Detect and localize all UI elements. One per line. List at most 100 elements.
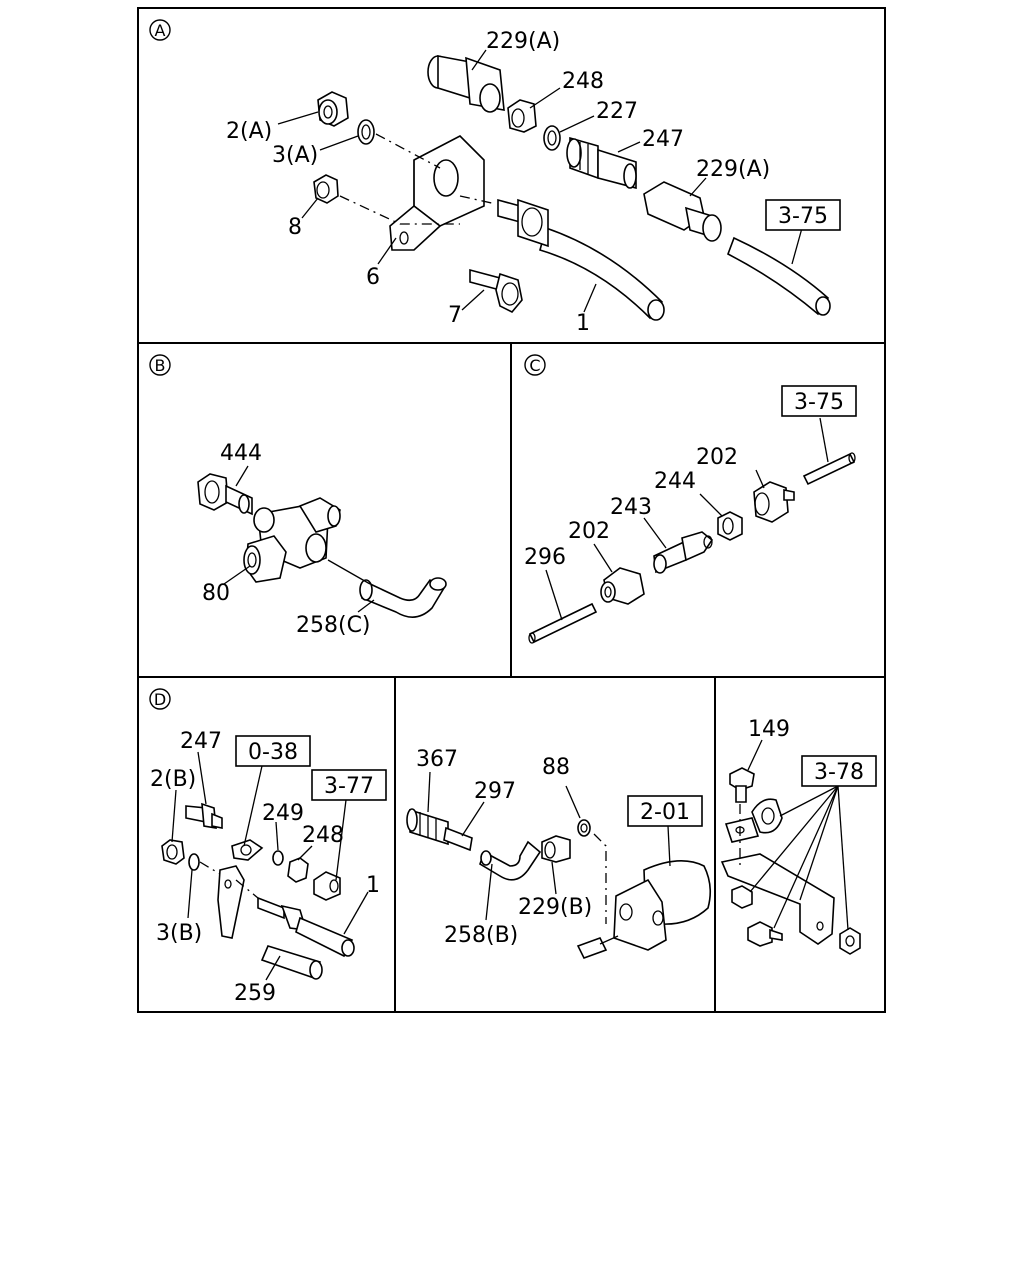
washer-249-part — [272, 850, 284, 866]
label-248-d: 248 — [302, 823, 344, 848]
bolt-3-78-part — [747, 921, 783, 947]
label-202-right: 202 — [696, 445, 738, 470]
section-b-leaders — [223, 465, 375, 613]
fitting-367-part — [406, 808, 473, 852]
section-a-parts — [313, 55, 831, 321]
elbow-258b-part — [479, 840, 542, 881]
washer-3a-part — [357, 119, 375, 145]
nut-202-right-part — [753, 481, 795, 523]
washer-88-part — [577, 819, 591, 837]
label-444: 444 — [220, 441, 262, 466]
tube-296-part — [528, 602, 598, 644]
reference-box-3-75-a: 3-75 — [765, 199, 841, 231]
label-249: 249 — [262, 801, 304, 826]
label-202-left: 202 — [568, 519, 610, 544]
label-229a-top: 229(A) — [486, 29, 560, 54]
label-88: 88 — [542, 755, 570, 780]
section-f-leaders — [747, 739, 849, 931]
label-229a-mid: 229(A) — [696, 157, 770, 182]
section-e-parts — [406, 808, 712, 959]
label-2b: 2(B) — [150, 767, 196, 792]
clamp-3-78-part — [724, 798, 783, 843]
section-d-parts — [161, 802, 355, 980]
label-243: 243 — [610, 495, 652, 520]
label-248-a: 248 — [562, 69, 604, 94]
section-b-parts — [197, 473, 447, 618]
svg-text:D: D — [154, 690, 166, 709]
reference-box-3-78: 3-78 — [801, 755, 877, 787]
reference-box-3-75-c: 3-75 — [781, 385, 857, 417]
svg-text:2-01: 2-01 — [640, 800, 690, 825]
reference-box-3-77: 3-77 — [311, 769, 387, 801]
label-244: 244 — [654, 469, 696, 494]
nut-202-left-part — [600, 567, 645, 605]
fitting-3-77-part — [313, 871, 341, 901]
label-3a: 3(A) — [272, 143, 318, 168]
reference-box-2-01: 2-01 — [627, 795, 703, 827]
seal-248-part — [507, 99, 537, 133]
label-80: 80 — [202, 581, 230, 606]
label-6: 6 — [366, 265, 380, 290]
svg-text:0-38: 0-38 — [248, 740, 298, 765]
label-229b: 229(B) — [518, 895, 592, 920]
section-d-marker: D — [149, 688, 171, 710]
section-a-leaders — [277, 49, 803, 313]
label-1-a: 1 — [576, 311, 590, 336]
diagram-frames — [137, 7, 886, 1013]
bolt-444-part — [197, 473, 253, 516]
label-367: 367 — [416, 747, 458, 772]
reference-box-0-38: 0-38 — [235, 735, 311, 767]
section-c-marker: C — [524, 354, 546, 376]
elbow-258c-part — [359, 577, 447, 618]
nut-right-3-78-part — [839, 927, 861, 955]
bolt-7-part — [469, 268, 523, 313]
hose-1-d-part — [257, 896, 355, 958]
section-f-parts — [720, 767, 861, 955]
hose-3-75-part — [727, 236, 831, 316]
nut-2b-part — [161, 839, 185, 865]
svg-text:3-77: 3-77 — [324, 774, 374, 799]
section-c-parts — [528, 452, 856, 644]
label-8: 8 — [288, 215, 302, 240]
label-227: 227 — [596, 99, 638, 124]
label-258c: 258(C) — [296, 613, 371, 638]
nut-8-part — [313, 174, 339, 204]
label-296: 296 — [524, 545, 566, 570]
seal-244-part — [717, 511, 743, 541]
svg-text:C: C — [529, 356, 540, 375]
section-e-leaders — [427, 771, 671, 921]
section-d-leaders — [171, 751, 369, 981]
label-7: 7 — [448, 303, 462, 328]
bracket-3-78-part — [720, 853, 835, 945]
hose-1-part — [497, 198, 665, 321]
svg-text:A: A — [155, 21, 166, 40]
sleeve-259-part — [260, 945, 323, 980]
nut-2a-part — [317, 91, 349, 127]
connector-229a-top-part — [427, 55, 505, 113]
svg-text:3-75: 3-75 — [778, 204, 828, 229]
fitting-247-d-part — [185, 802, 223, 829]
label-1-d: 1 — [366, 873, 380, 898]
bracket-6-part — [389, 135, 485, 251]
section-c-leaders — [545, 417, 829, 621]
actuator-2-01-part — [576, 860, 712, 959]
svg-text:B: B — [155, 356, 166, 375]
fitting-80-part — [243, 535, 287, 583]
clamp-0-38-part — [217, 839, 264, 939]
fitting-247-part — [566, 136, 637, 190]
label-3b: 3(B) — [156, 921, 202, 946]
label-258b: 258(B) — [444, 923, 518, 948]
label-247-a: 247 — [642, 127, 684, 152]
svg-text:3-78: 3-78 — [814, 760, 864, 785]
label-149: 149 — [748, 717, 790, 742]
nut-3-78-part — [731, 885, 753, 909]
label-2a: 2(A) — [226, 119, 272, 144]
connector-229a-mid-part — [643, 181, 722, 242]
hose-3-75-c-part — [802, 452, 856, 486]
svg-text:3-75: 3-75 — [794, 390, 844, 415]
washer-3b-part — [188, 853, 200, 871]
bolt-149-part — [729, 767, 755, 803]
fitting-243-part — [653, 531, 714, 574]
nut-248-d-part — [287, 857, 309, 883]
